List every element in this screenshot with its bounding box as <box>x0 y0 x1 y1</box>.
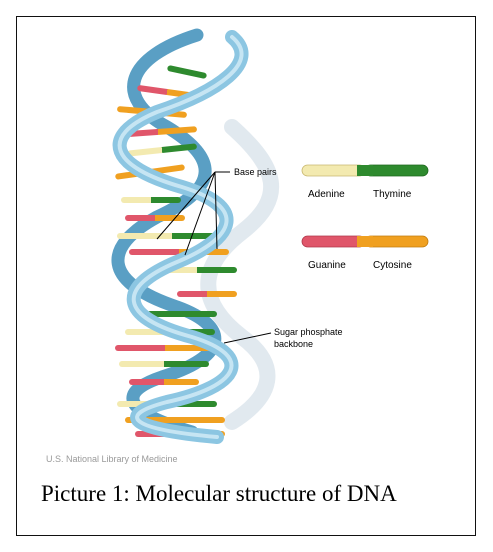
figure-caption: Picture 1: Molecular structure of DNA <box>41 479 461 509</box>
legend-label-guanine: Guanine <box>308 260 346 271</box>
figure-frame: Base pairs Sugar phosphate backbone Aden… <box>16 16 476 536</box>
base-pairs-label: Base pairs <box>234 167 277 177</box>
legend-label-adenine: Adenine <box>308 189 345 200</box>
legend-bar-adenine <box>302 165 365 176</box>
legend-bar-cytosine <box>365 236 428 247</box>
legend-guanine-cytosine: Guanine Cytosine <box>302 236 428 271</box>
legend-bar-guanine <box>302 236 365 247</box>
image-credit: U.S. National Library of Medicine <box>46 454 178 464</box>
backbone-label-line2: backbone <box>274 339 313 349</box>
legend-bar-thymine <box>365 165 428 176</box>
legend-label-cytosine: Cytosine <box>373 260 412 271</box>
legend-label-thymine: Thymine <box>373 189 412 200</box>
dna-diagram: Base pairs Sugar phosphate backbone Aden… <box>17 17 477 457</box>
legend-adenine-thymine: Adenine Thymine <box>302 165 428 200</box>
backbone-label-line1: Sugar phosphate <box>274 327 343 337</box>
